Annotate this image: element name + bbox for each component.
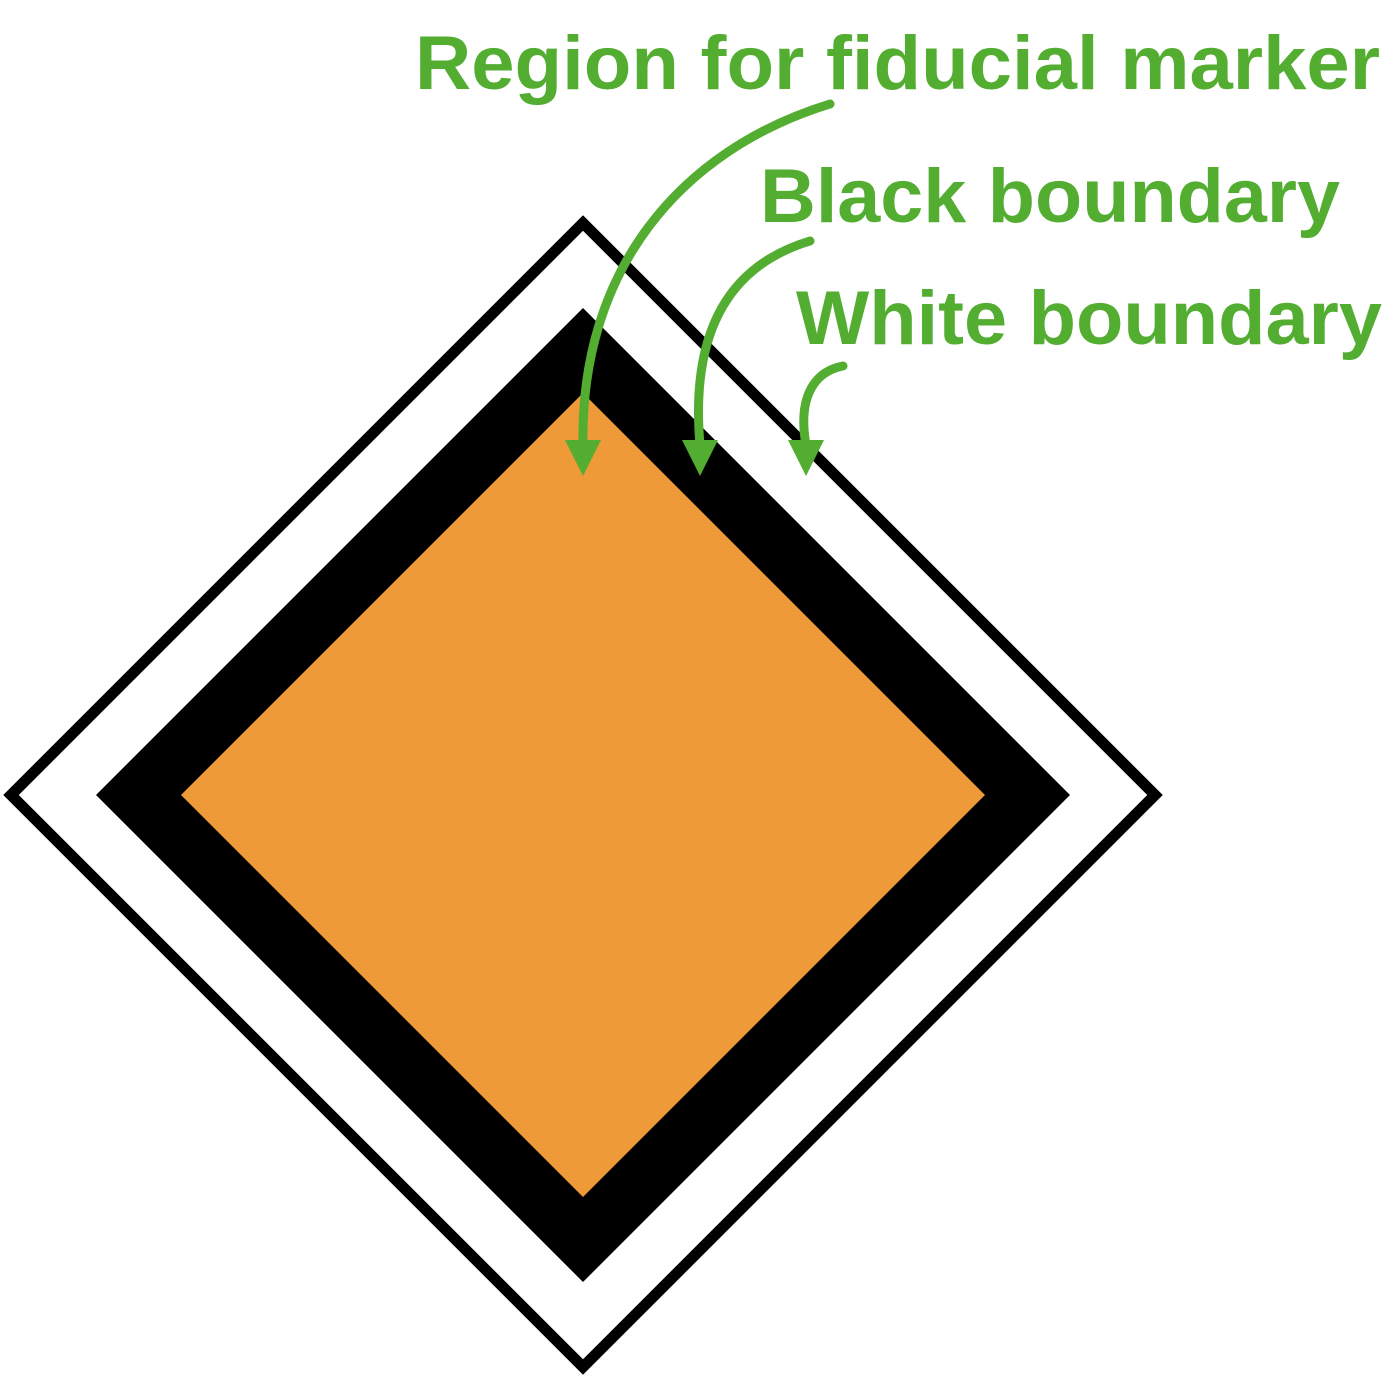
region-label: Region for fiducial marker: [415, 21, 1380, 106]
black-boundary-label: Black boundary: [760, 154, 1340, 239]
white-boundary-label: White boundary: [796, 276, 1382, 361]
black-boundary-arrowhead: [682, 440, 718, 476]
fiducial-region-diamond: [181, 393, 985, 1197]
white-boundary-arrow-shaft: [799, 361, 848, 450]
region-arrow: [565, 99, 835, 476]
white-boundary-arrowhead: [788, 440, 824, 476]
black-boundary-arrow-shaft: [694, 236, 815, 450]
region-arrow-shaft: [578, 99, 835, 450]
black-boundary-arrow: [682, 236, 815, 476]
region-arrowhead: [565, 440, 601, 476]
white-boundary-arrow: [788, 361, 848, 476]
